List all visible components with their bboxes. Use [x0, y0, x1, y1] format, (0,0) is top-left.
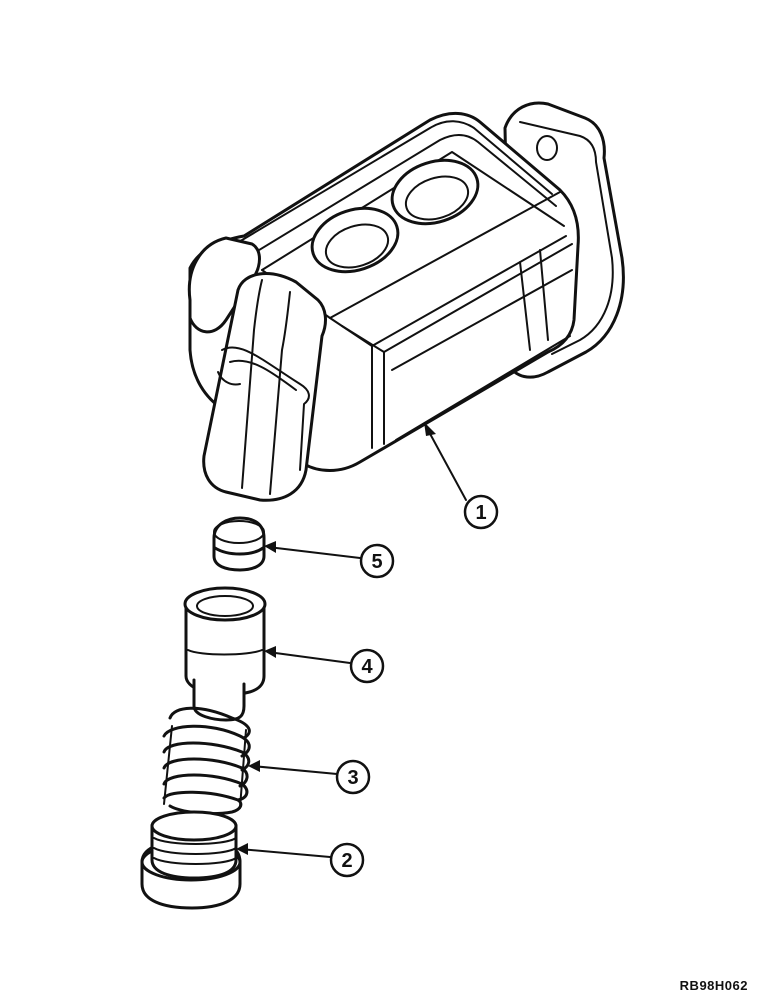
callout-4-label: 4	[361, 656, 373, 678]
callout-1-label: 1	[475, 502, 486, 524]
callout-5: 5	[359, 543, 395, 579]
arrowhead-5	[264, 541, 276, 553]
leader-line-1	[427, 429, 467, 501]
figure-reference-code: RB98H062	[680, 978, 748, 993]
plug-part	[212, 516, 266, 572]
callout-1: 1	[463, 494, 499, 530]
callout-5-label: 5	[371, 551, 382, 573]
leader-lines	[236, 422, 467, 858]
arrowhead-3	[248, 760, 260, 772]
retainer-plug-part	[140, 810, 242, 910]
callout-2-label: 2	[341, 850, 352, 872]
arrowhead-4	[264, 646, 276, 658]
callout-2: 2	[329, 842, 365, 878]
leader-line-3	[251, 765, 338, 775]
sleeve-part	[183, 586, 267, 722]
leader-line-5	[267, 546, 361, 559]
leader-line-4	[267, 651, 351, 664]
valve-housing-part	[187, 101, 625, 502]
callout-4: 4	[349, 648, 385, 684]
spring-part	[162, 706, 251, 816]
callout-3-label: 3	[347, 767, 358, 789]
leader-line-2	[239, 848, 331, 858]
callout-3: 3	[335, 759, 371, 795]
arrowhead-1	[424, 422, 436, 436]
arrowhead-2	[236, 843, 248, 855]
